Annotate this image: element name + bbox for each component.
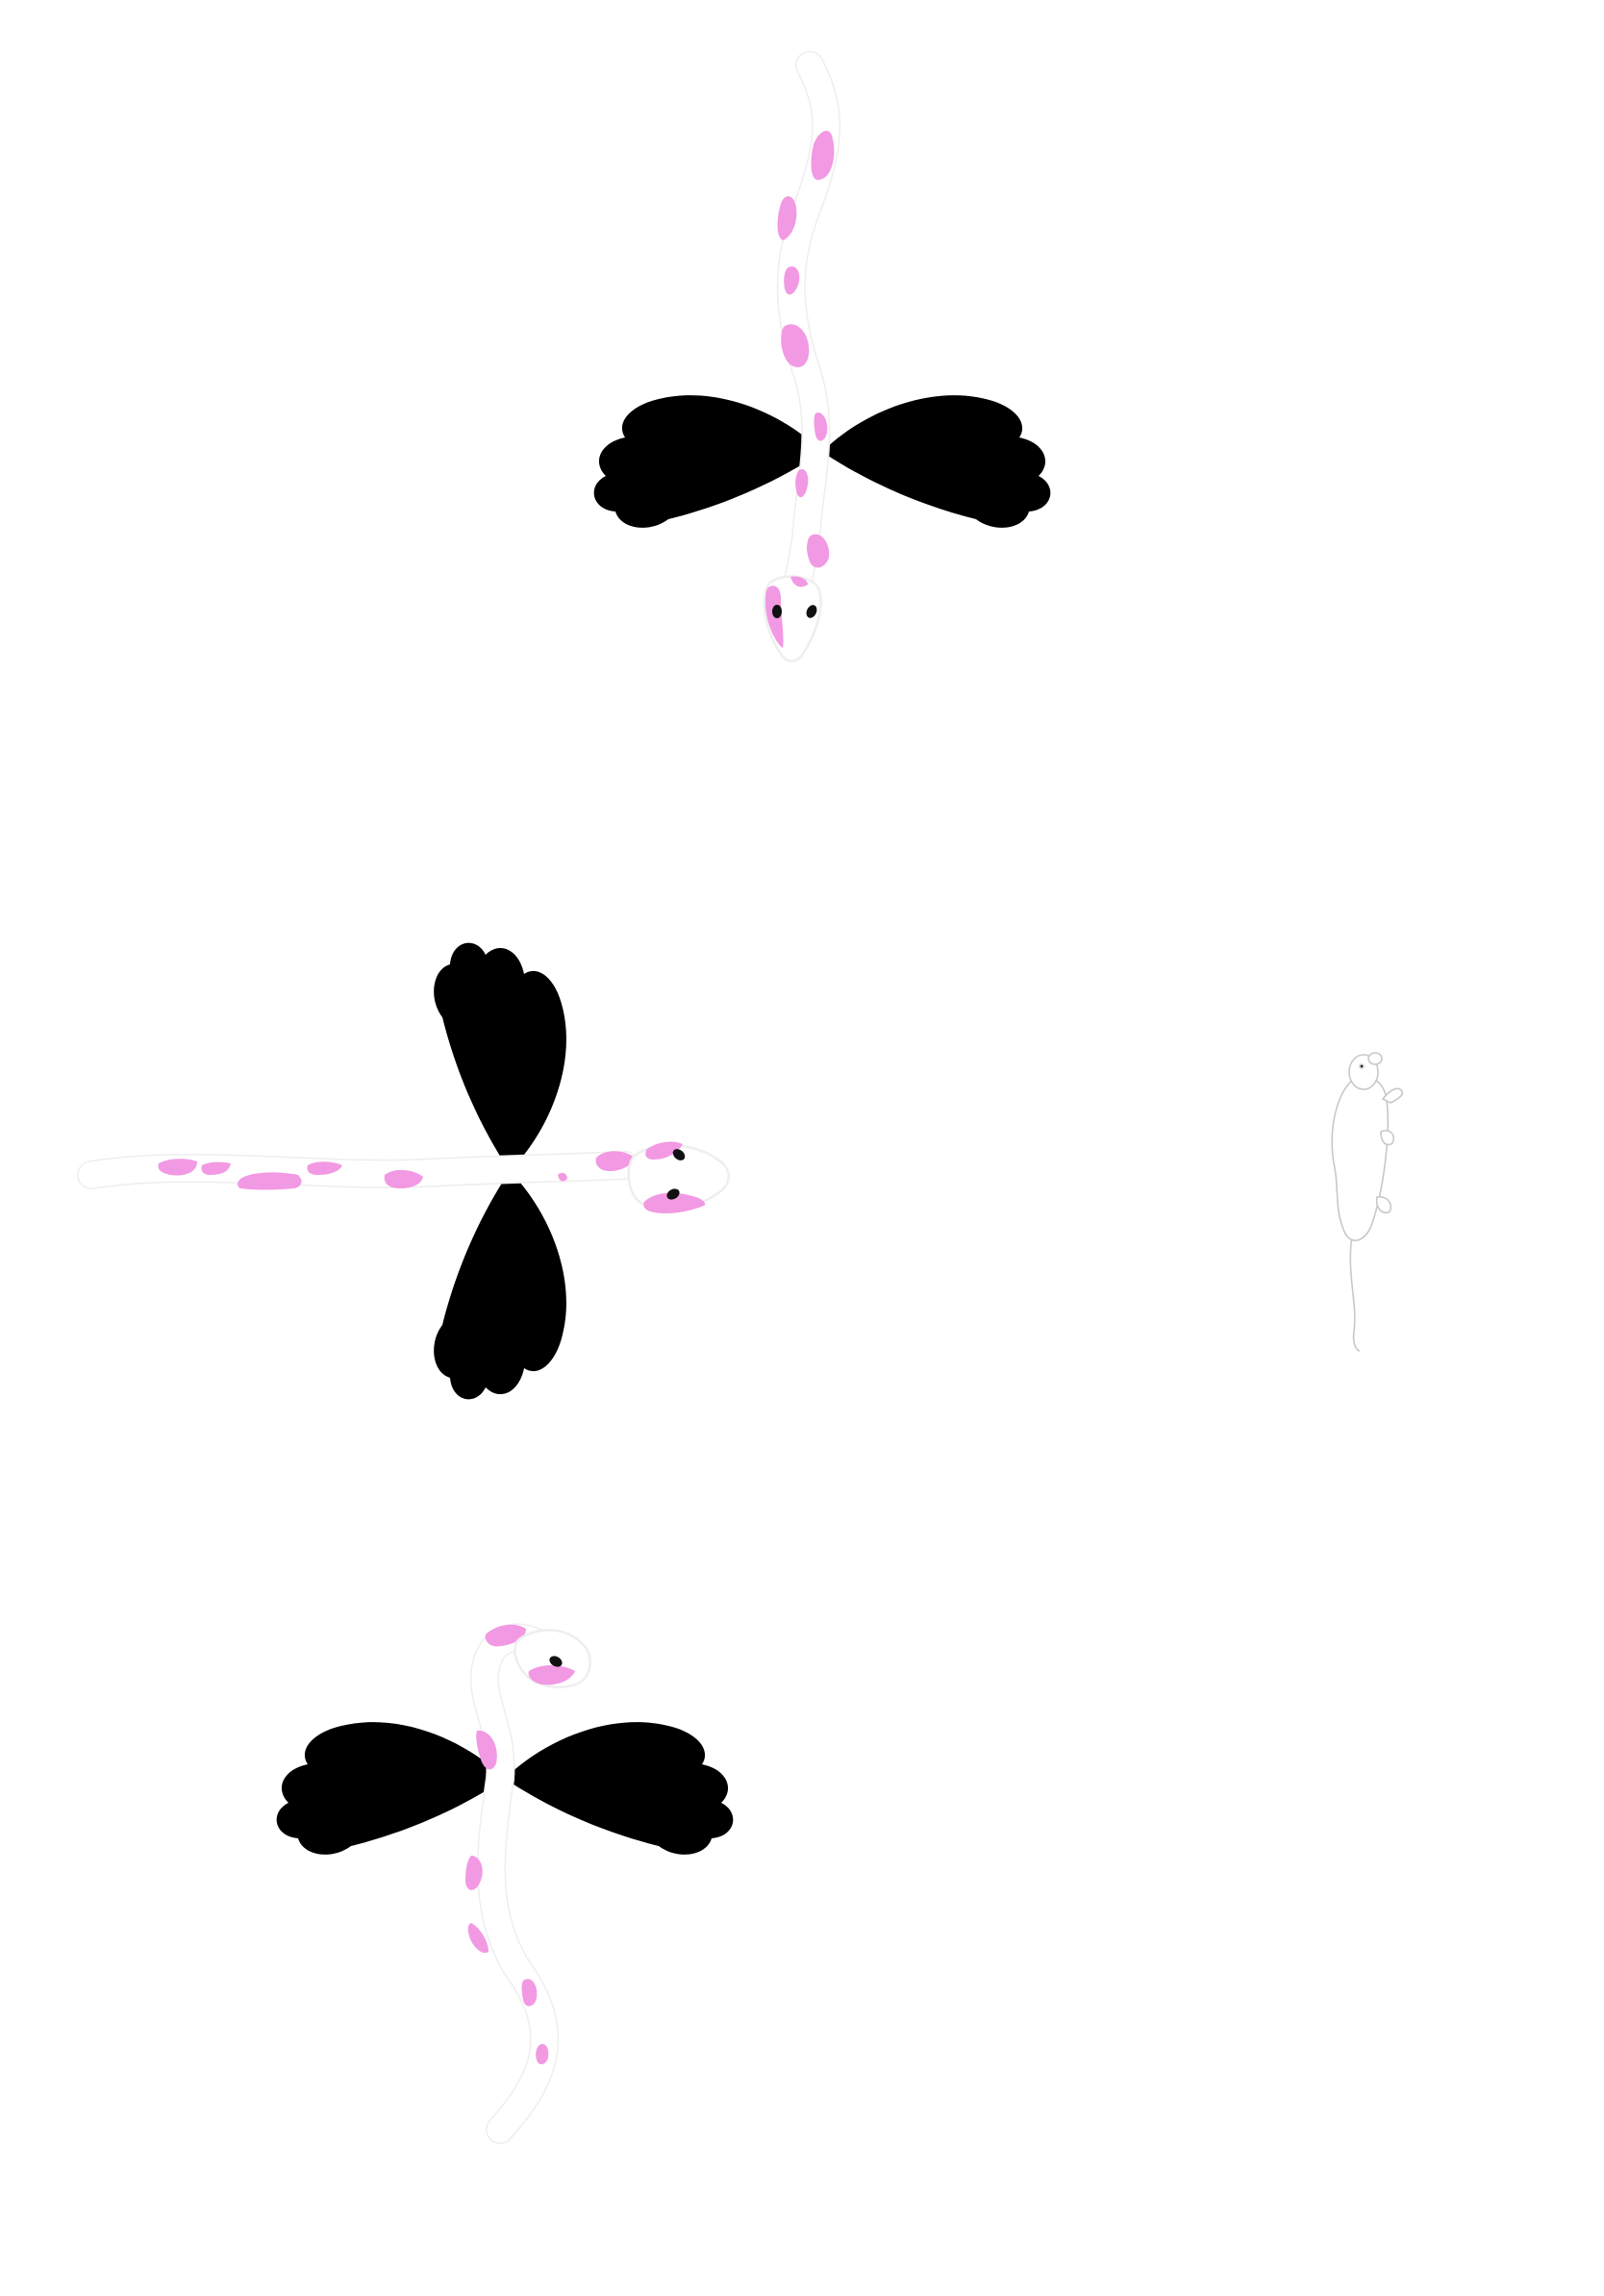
mouse-tail xyxy=(1349,1235,1361,1352)
mouse-ear xyxy=(1367,1052,1383,1065)
eye-icon xyxy=(1359,1063,1365,1069)
snake-spots xyxy=(465,1624,549,2065)
snake-spots xyxy=(777,130,835,568)
winged-snake-sprite-1[interactable] xyxy=(594,51,1051,662)
mouse-leg xyxy=(1381,1087,1404,1104)
mouse-leg xyxy=(1375,1196,1392,1214)
winged-snake-sprite-3[interactable] xyxy=(277,1623,734,2144)
mouse-leg xyxy=(1380,1130,1395,1146)
snake-body-fill xyxy=(471,1624,558,2143)
mouse-sprite[interactable] xyxy=(1331,1052,1404,1352)
snake-head xyxy=(763,575,822,662)
eye-icon xyxy=(672,1149,686,1160)
snake-spots xyxy=(158,1151,635,1190)
snake-head xyxy=(627,1141,730,1213)
eye-icon xyxy=(806,605,817,618)
eye-icon xyxy=(549,1656,563,1667)
snake-head xyxy=(514,1629,591,1688)
winged-snake-sprite-2[interactable] xyxy=(77,943,730,1400)
eye-icon xyxy=(666,1188,680,1200)
eye-icon xyxy=(772,605,782,618)
mouse-body xyxy=(1331,1075,1389,1241)
